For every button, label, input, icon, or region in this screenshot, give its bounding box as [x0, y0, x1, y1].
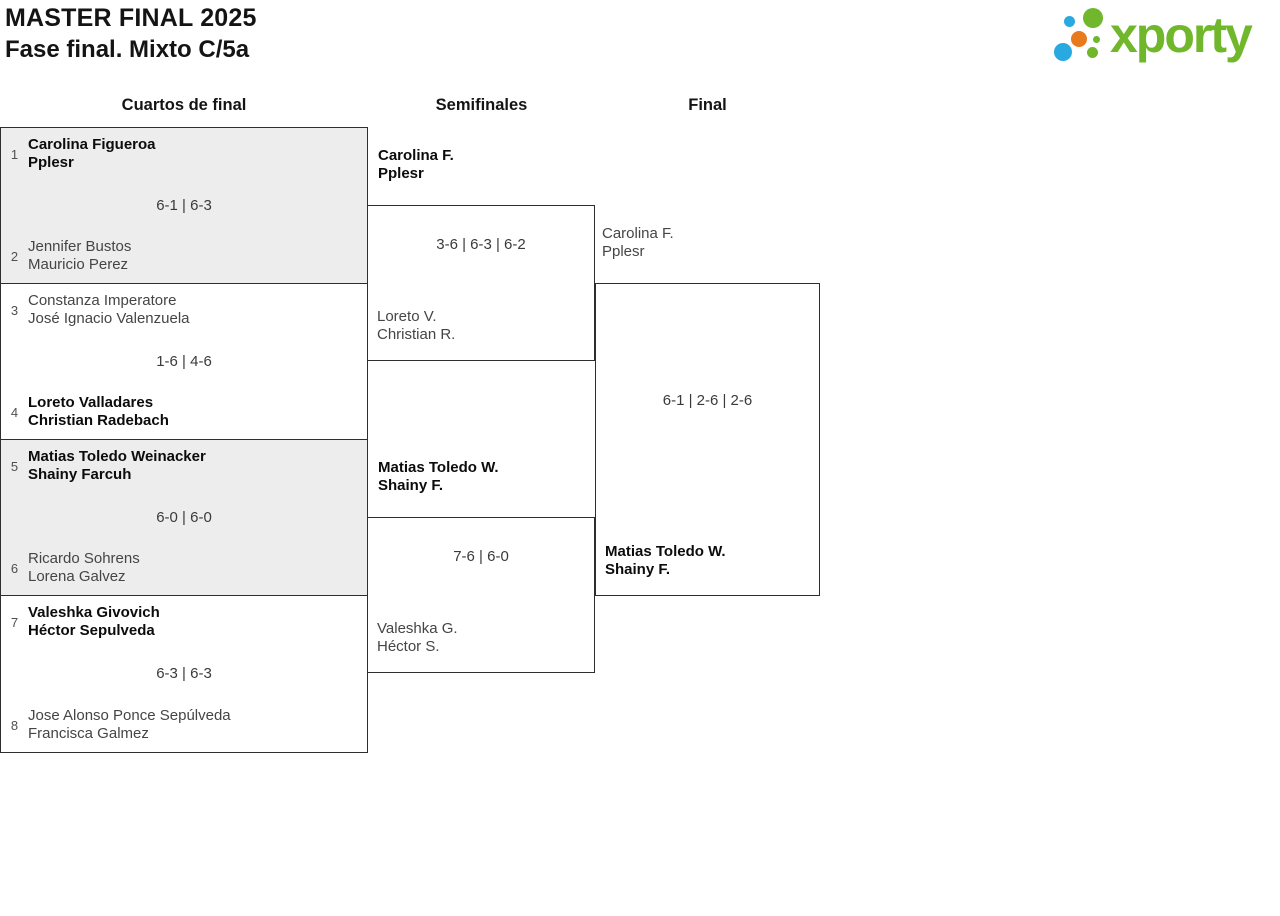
player-name: Matias Toledo Weinacker — [28, 448, 206, 465]
page-header: MASTER FINAL 2025 Fase final. Mixto C/5a — [5, 2, 257, 65]
match-score: 6-3 | 6-3 — [156, 665, 212, 682]
round-header-quarterfinals: Cuartos de final — [121, 96, 247, 114]
semifinal-1-bottom-team: Loreto V. Christian R. — [377, 308, 455, 344]
team-row: 4 Loreto Valladares Christian Radebach — [1, 394, 367, 430]
team-name: Jennifer Bustos Mauricio Perez — [28, 238, 131, 274]
semifinal-match-1: 3-6 | 6-3 | 6-2 Loreto V. Christian R. — [367, 205, 595, 361]
quarterfinal-match-3: 5 Matias Toledo Weinacker Shainy Farcuh … — [0, 439, 368, 596]
final-match: 6-1 | 2-6 | 2-6 Matias Toledo W. Shainy … — [595, 283, 820, 596]
player-name: Valeshka Givovich — [28, 604, 160, 621]
xporty-logo[interactable]: xporty — [1048, 4, 1278, 68]
seed-number: 2 — [10, 248, 19, 264]
player-name: Héctor Sepulveda — [28, 622, 155, 639]
team-row: 1 Carolina Figueroa Pplesr — [1, 136, 367, 172]
team-name: Carolina Figueroa Pplesr — [28, 136, 156, 172]
round-header-semifinals: Semifinales — [435, 96, 528, 114]
match-score: 7-6 | 6-0 — [453, 548, 509, 565]
match-score: 3-6 | 6-3 | 6-2 — [436, 236, 526, 253]
page-subtitle: Fase final. Mixto C/5a — [5, 36, 250, 63]
team-name: Constanza Imperatore José Ignacio Valenz… — [28, 292, 190, 328]
team-row: 5 Matias Toledo Weinacker Shainy Farcuh — [1, 448, 367, 484]
team-row: 8 Jose Alonso Ponce Sepúlveda Francisca … — [1, 707, 367, 743]
seed-number: 8 — [10, 717, 19, 733]
player-name: José Ignacio Valenzuela — [28, 310, 190, 327]
team-name: Ricardo Sohrens Lorena Galvez — [28, 550, 140, 586]
logo-dot-icon — [1064, 16, 1075, 27]
seed-number: 1 — [10, 146, 19, 162]
player-name: Jennifer Bustos — [28, 238, 132, 255]
seed-number: 6 — [10, 560, 19, 576]
final-top-team: Carolina F. Pplesr — [602, 225, 674, 261]
seed-number: 5 — [10, 458, 19, 474]
player-name: Jose Alonso Ponce Sepúlveda — [28, 707, 231, 724]
player-name: Christian R. — [377, 326, 456, 343]
semifinal-2-bottom-team: Valeshka G. Héctor S. — [377, 620, 458, 656]
player-name: Lorena Galvez — [28, 568, 126, 585]
team-name: Valeshka Givovich Héctor Sepulveda — [28, 604, 160, 640]
team-row: 7 Valeshka Givovich Héctor Sepulveda — [1, 604, 367, 640]
player-name: Valeshka G. — [377, 620, 458, 637]
final-bottom-team: Matias Toledo W. Shainy F. — [605, 543, 726, 579]
quarterfinal-match-4: 7 Valeshka Givovich Héctor Sepulveda 6-3… — [0, 595, 368, 753]
quarterfinal-match-1: 1 Carolina Figueroa Pplesr 6-1 | 6-3 2 J… — [0, 127, 368, 284]
team-row: 6 Ricardo Sohrens Lorena Galvez — [1, 550, 367, 586]
quarterfinal-match-2: 3 Constanza Imperatore José Ignacio Vale… — [0, 283, 368, 440]
seed-number: 3 — [10, 302, 19, 318]
player-name: Shainy F. — [378, 477, 444, 494]
player-name: Matias Toledo W. — [378, 459, 499, 476]
logo-dot-icon — [1054, 43, 1072, 61]
player-name: Christian Radebach — [28, 412, 169, 429]
semifinal-2-top-team: Matias Toledo W. Shainy F. — [378, 459, 499, 495]
team-row: 2 Jennifer Bustos Mauricio Perez — [1, 238, 367, 274]
player-name: Carolina Figueroa — [28, 136, 156, 153]
player-name: Ricardo Sohrens — [28, 550, 140, 567]
semifinal-match-2: 7-6 | 6-0 Valeshka G. Héctor S. — [367, 517, 595, 673]
player-name: Shainy F. — [605, 561, 671, 578]
team-name: Loreto Valladares Christian Radebach — [28, 394, 169, 430]
logo-dot-icon — [1083, 8, 1103, 28]
player-name: Carolina F. — [602, 225, 674, 242]
team-row: 3 Constanza Imperatore José Ignacio Vale… — [1, 292, 367, 328]
page-title: MASTER FINAL 2025 — [5, 4, 257, 32]
match-score: 6-0 | 6-0 — [156, 508, 212, 526]
player-name: Shainy Farcuh — [28, 466, 132, 483]
player-name: Loreto V. — [377, 308, 437, 325]
player-name: Francisca Galmez — [28, 725, 149, 742]
match-score: 6-1 | 6-3 — [156, 196, 212, 214]
match-score: 6-1 | 2-6 | 2-6 — [662, 392, 753, 409]
seed-number: 7 — [10, 614, 19, 630]
semifinal-1-top-team: Carolina F. Pplesr — [378, 147, 454, 183]
player-name: Matias Toledo W. — [605, 543, 726, 560]
team-name: Jose Alonso Ponce Sepúlveda Francisca Ga… — [28, 707, 231, 743]
match-score: 1-6 | 4-6 — [156, 352, 212, 370]
player-name: Loreto Valladares — [28, 394, 154, 411]
logo-wordmark: xporty — [1110, 7, 1253, 63]
player-name: Pplesr — [378, 165, 424, 182]
round-header-final: Final — [688, 96, 727, 114]
player-name: Pplesr — [602, 243, 645, 260]
logo-dot-icon — [1087, 47, 1098, 58]
player-name: Carolina F. — [378, 147, 454, 164]
player-name: Constanza Imperatore — [28, 292, 177, 309]
player-name: Mauricio Perez — [28, 256, 129, 273]
logo-dot-icon — [1093, 36, 1100, 43]
logo-dot-icon — [1071, 31, 1087, 47]
player-name: Pplesr — [28, 154, 74, 171]
player-name: Héctor S. — [377, 638, 440, 655]
team-name: Matias Toledo Weinacker Shainy Farcuh — [28, 448, 206, 484]
seed-number: 4 — [10, 404, 19, 420]
